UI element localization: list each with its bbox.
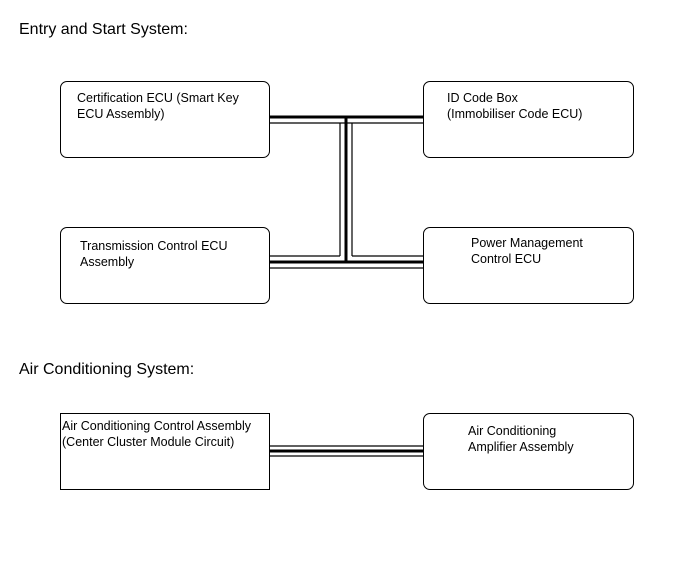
ac-amplifier-label-line2: Amplifier Assembly	[468, 440, 574, 454]
ac-control-assembly-box: Air Conditioning Control Assembly (Cente…	[60, 413, 270, 490]
certification-ecu-label-line1: Certification ECU (Smart Key	[77, 91, 239, 105]
power-management-control-ecu-box: Power Management Control ECU	[423, 227, 634, 304]
id-code-box: ID Code Box (Immobiliser Code ECU)	[423, 81, 634, 158]
wire-ac-control-to-ac-amplifier	[269, 445, 424, 457]
wire-vertical-trunk	[339, 117, 353, 262]
power-management-label-line2: Control ECU	[471, 252, 542, 266]
air-conditioning-system-title: Air Conditioning System:	[19, 361, 195, 378]
ac-control-assembly-label-line2: (Center Cluster Module Circuit)	[62, 435, 235, 449]
id-code-box-label-line2: (Immobiliser Code ECU)	[447, 107, 583, 121]
transmission-control-ecu-box: Transmission Control ECU Assembly	[60, 227, 270, 304]
id-code-box-label-line1: ID Code Box	[447, 91, 518, 105]
wire-transmission-to-power-management	[269, 255, 424, 269]
entry-start-system-title: Entry and Start System:	[19, 21, 188, 38]
certification-ecu-label-line2: ECU Assembly)	[77, 107, 165, 121]
transmission-control-ecu-label-line1: Transmission Control ECU	[80, 239, 228, 253]
certification-ecu-box: Certification ECU (Smart Key ECU Assembl…	[60, 81, 270, 158]
ac-amplifier-assembly-box: Air Conditioning Amplifier Assembly	[423, 413, 634, 490]
ac-amplifier-label-line1: Air Conditioning	[468, 424, 557, 438]
bus-wire-entry-start	[269, 115, 424, 269]
transmission-control-ecu-label-line2: Assembly	[80, 255, 135, 269]
power-management-label-line1: Power Management	[471, 236, 583, 250]
ac-control-assembly-label-line1: Air Conditioning Control Assembly	[62, 419, 251, 433]
